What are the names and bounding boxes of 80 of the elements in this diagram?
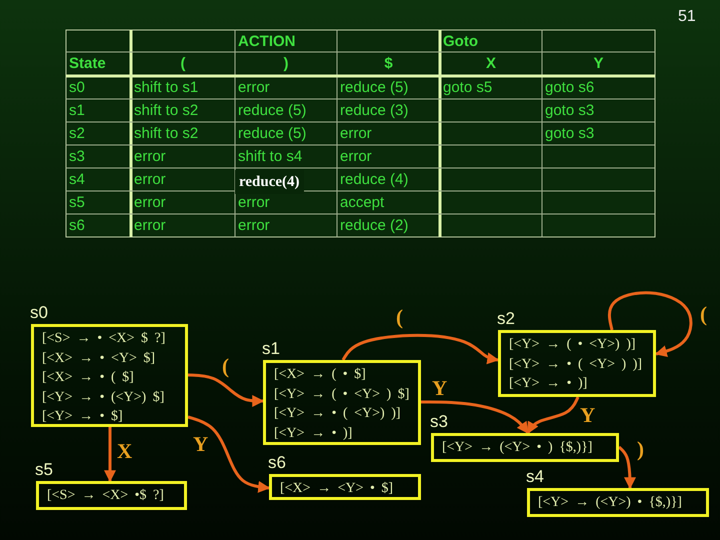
lr-item: [<X> → ( • $] [274, 366, 367, 384]
column-header: ( [180, 55, 186, 73]
table-cell: goto s3 [545, 102, 594, 120]
lr-item: [<X> → • ( $] [42, 369, 135, 387]
table-cell: s3 [69, 148, 85, 166]
overlay-note: reduce(4) [235, 170, 304, 194]
state-name: s4 [526, 467, 544, 487]
table-cell: error [134, 217, 166, 235]
lr-item: [<Y> → • ( <Y>) )] [274, 405, 402, 423]
table-cell: shift to s4 [238, 148, 302, 166]
table-cell: error [340, 148, 372, 166]
lr-item: [<Y> → • ( <Y> ) )] [509, 356, 644, 374]
edge-label: X [117, 440, 132, 462]
table-cell: accept [340, 194, 384, 212]
table-cell: s6 [69, 217, 85, 235]
lr-item: [<S> → <X> •$ ?] [47, 487, 165, 505]
column-header: ) [282, 55, 290, 73]
table-cell: s1 [69, 102, 85, 120]
table-cell: reduce (5) [238, 102, 306, 120]
edge-label: Y [432, 377, 448, 399]
lr-item: [<Y> → • $] [42, 408, 124, 426]
table-cell: reduce (5) [238, 125, 306, 143]
state-name: s5 [35, 460, 53, 480]
lr-item: [<X> → <Y> • $] [280, 480, 394, 498]
lr-item: [<Y> → ( • <Y> ) $] [274, 386, 410, 404]
table-cell: s2 [69, 125, 85, 143]
edge-label: ( [222, 355, 229, 377]
column-header: ACTION [238, 33, 296, 51]
transition-arrow [188, 416, 270, 493]
transition-arrow [342, 334, 500, 364]
lr-item: [<Y> → (<Y>) • {$,)}] [538, 494, 683, 512]
table-cell: s5 [69, 194, 85, 212]
transition-arrow [188, 374, 264, 407]
lr-item: [<Y> → (<Y> • ) {$,)}] [442, 439, 594, 457]
state-name: s0 [30, 303, 48, 323]
table-cell: s0 [69, 79, 85, 97]
transition-arrow [618, 446, 636, 490]
table-cell: error [134, 148, 166, 166]
lr-item: [<X> → • <Y> $] [42, 350, 156, 368]
edge-label: Y [580, 404, 596, 426]
column-header: Goto [443, 33, 478, 51]
table-cell: reduce (3) [340, 102, 408, 120]
lr-item: [<Y> → • (<Y>) $] [42, 388, 166, 406]
column-header: X [484, 55, 497, 73]
edge-label: ( [396, 306, 403, 328]
state-name: s6 [268, 453, 286, 473]
table-cell: goto s6 [545, 79, 594, 97]
state-name: s1 [262, 339, 280, 359]
transition-arrow [526, 396, 580, 434]
table-cell: error [340, 125, 372, 143]
transition-arrow [421, 400, 530, 434]
lr-item: [<Y> → • )] [274, 424, 354, 442]
table-cell: error [134, 194, 166, 212]
table-cell: shift to s2 [134, 102, 198, 120]
table-cell: goto s3 [545, 125, 594, 143]
column-header: Y [592, 55, 604, 73]
table-cell: reduce (5) [340, 79, 408, 97]
lr-item: [<Y> → ( • <Y>) )] [509, 336, 637, 354]
table-cell: error [238, 217, 270, 235]
lr-item: [<Y> → • )] [509, 375, 588, 393]
table-cell: shift to s2 [134, 125, 198, 143]
transition-arrow [608, 291, 692, 358]
edge-label: ) [637, 438, 644, 460]
column-header: $ [383, 55, 394, 73]
state-name: s3 [430, 412, 448, 432]
table-cell: reduce (2) [340, 217, 408, 235]
edge-label: Y [193, 433, 208, 455]
state-name: s2 [497, 309, 515, 329]
page-number: 51 [678, 8, 696, 26]
table-cell: reduce (4) [340, 171, 408, 189]
transition-arrow [104, 427, 116, 482]
table-cell: shift to s1 [134, 79, 198, 97]
table-cell: s4 [69, 171, 85, 189]
table-cell: error [134, 171, 166, 189]
table-cell: error [238, 79, 270, 97]
column-header: State [69, 55, 106, 73]
edge-label: ( [700, 303, 707, 325]
table-cell: error [238, 194, 270, 212]
lr-item: [<S> → • <X> $ ?] [42, 330, 166, 348]
table-cell: goto s5 [443, 79, 492, 97]
